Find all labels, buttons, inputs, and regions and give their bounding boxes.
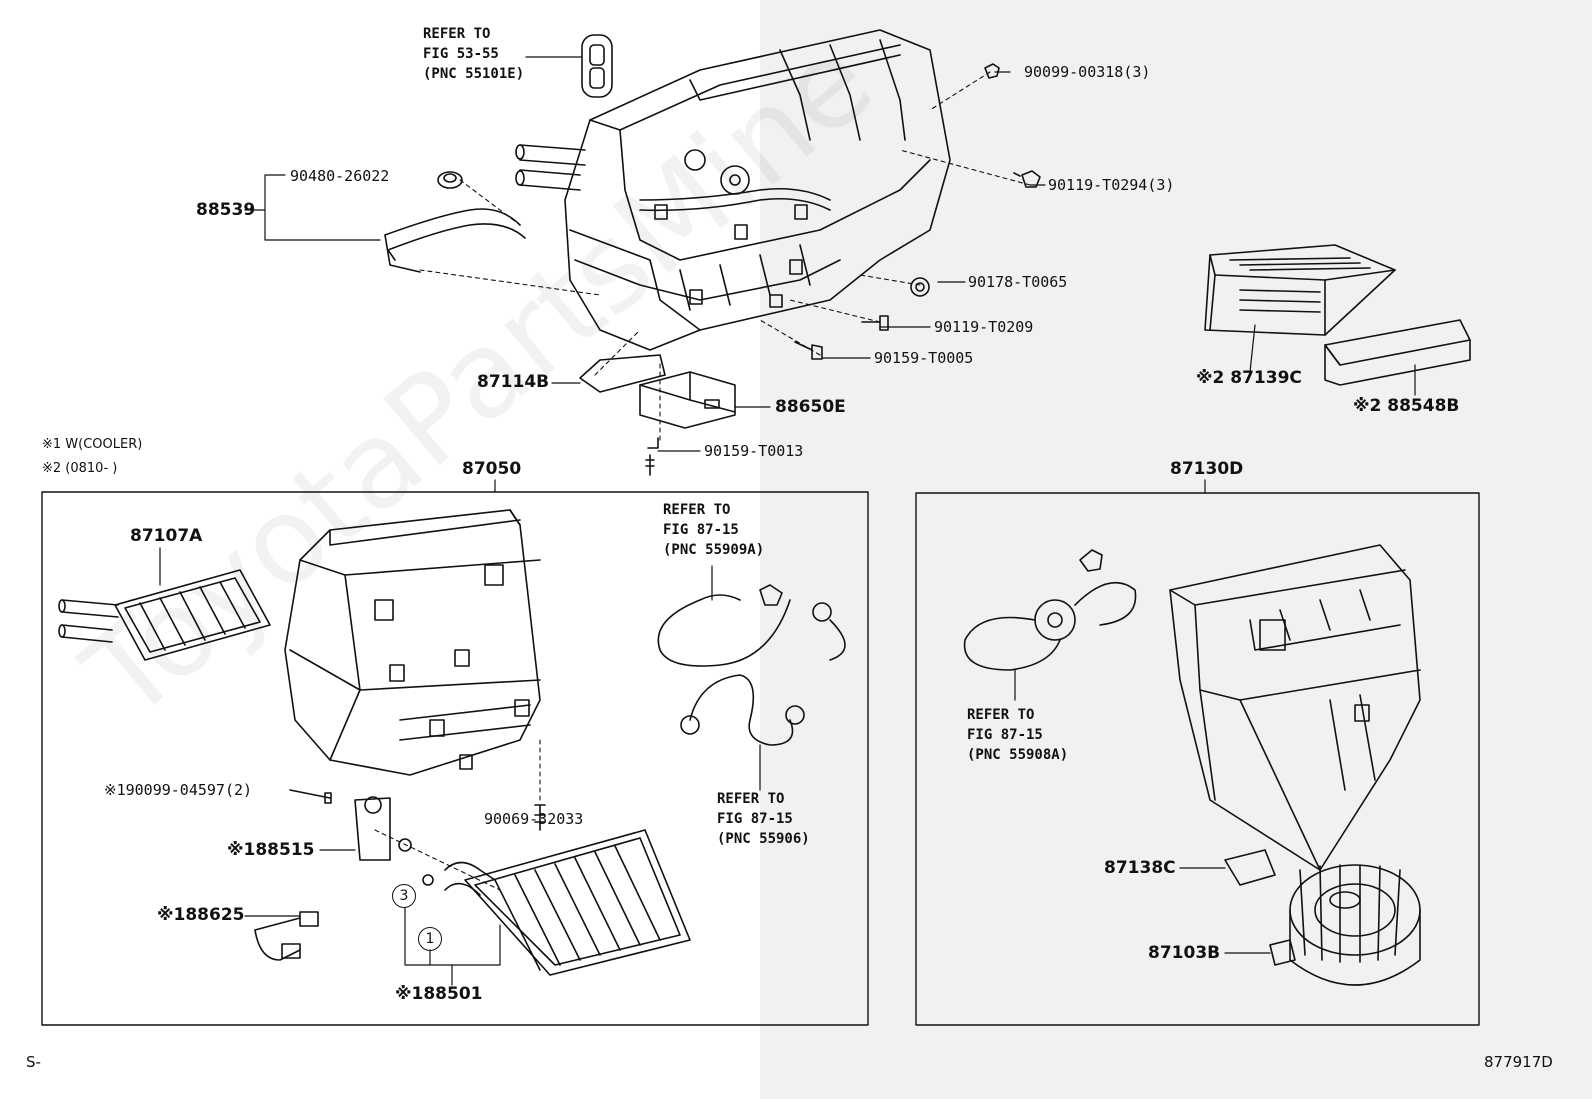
- refer-note-1-line1: REFER TO: [423, 26, 491, 42]
- hvac-unit-top-drawing: [515, 29, 951, 351]
- part-90069-32033[interactable]: 90069-32033: [484, 810, 584, 828]
- part-90099-04597[interactable]: ※190099-04597(2): [104, 781, 253, 799]
- refer-note-4-line2: FIG 87-15: [967, 727, 1043, 743]
- drain-hose-drawing: [384, 171, 526, 273]
- part-90119-t0294[interactable]: 90119-T0294(3): [1048, 176, 1175, 194]
- part-88625[interactable]: ※188625: [157, 905, 245, 925]
- filter-cover-88548b-drawing: [1324, 319, 1471, 386]
- part-87139c[interactable]: ※2 87139C: [1196, 368, 1302, 388]
- leader-lines-top: [244, 56, 1416, 452]
- heater-core-drawing: [58, 547, 271, 661]
- footer-left-code: S-: [26, 1053, 41, 1071]
- part-87130d[interactable]: 87130D: [1170, 459, 1244, 479]
- refer-note-4-line1: REFER TO: [967, 707, 1035, 723]
- servo-harness-right-drawing: [963, 549, 1137, 701]
- fasteners-top: [645, 63, 1041, 476]
- part-90099-00318[interactable]: 90099-00318(3): [1024, 63, 1151, 81]
- expansion-valve-drawing: [289, 789, 391, 861]
- box-87130d: [915, 492, 1480, 1026]
- resistor-87138c-drawing: [1179, 849, 1276, 886]
- refer-note-3-line2: FIG 87-15: [717, 811, 793, 827]
- callout-circle-1: 1: [418, 927, 442, 951]
- seal-55101e-drawing: [581, 34, 613, 98]
- filter-87139c-drawing: [1204, 244, 1396, 336]
- refer-note-2-line1: REFER TO: [663, 502, 731, 518]
- part-87138c[interactable]: 87138C: [1104, 858, 1176, 878]
- part-88650e[interactable]: 88650E: [775, 397, 846, 417]
- right-shaded-panel: [760, 0, 1592, 1099]
- refer-note-1-line3: (PNC 55101E): [423, 66, 525, 82]
- amplifier-88650e-drawing: [639, 371, 736, 429]
- part-87107a[interactable]: 87107A: [130, 526, 203, 546]
- callout-brackets: [404, 907, 501, 986]
- part-87114b[interactable]: 87114B: [477, 372, 550, 392]
- part-88501[interactable]: ※188501: [395, 984, 483, 1004]
- wire-harness-left-drawing: [657, 565, 846, 791]
- part-88515[interactable]: ※188515: [227, 840, 315, 860]
- part-90159-t0005[interactable]: 90159-T0005: [874, 349, 974, 367]
- part-90119-t0209[interactable]: 90119-T0209: [934, 318, 1034, 336]
- thermistor-drawing: [244, 911, 319, 961]
- refer-note-2-line2: FIG 87-15: [663, 522, 739, 538]
- refer-note-1-line2: FIG 53-55: [423, 46, 499, 62]
- part-87050[interactable]: 87050: [462, 459, 522, 479]
- refer-note-3-line3: (PNC 55906): [717, 831, 810, 847]
- bracket-87114b-drawing: [579, 354, 666, 393]
- refer-note-3-line1: REFER TO: [717, 791, 785, 807]
- box-87050: [41, 491, 869, 1026]
- part-87103b[interactable]: 87103B: [1148, 943, 1221, 963]
- case-87050-drawing: [284, 509, 546, 831]
- part-90178-t0065[interactable]: 90178-T0065: [968, 273, 1068, 291]
- part-88548b[interactable]: ※2 88548B: [1353, 396, 1460, 416]
- note-1: ※1 W(COOLER): [42, 437, 143, 452]
- callout-circle-3: 3: [392, 884, 416, 908]
- refer-note-2-line3: (PNC 55909A): [663, 542, 765, 558]
- part-88539[interactable]: 88539: [196, 200, 256, 220]
- blower-case-drawing: [1169, 544, 1421, 871]
- blower-motor-87103b-drawing: [1224, 864, 1421, 986]
- part-90480-26022[interactable]: 90480-26022: [290, 167, 390, 185]
- note-2: ※2 (0810- ): [42, 461, 118, 476]
- evaporator-drawing: [374, 829, 691, 976]
- figure-number: 877917D: [1484, 1053, 1553, 1071]
- part-90159-t0013[interactable]: 90159-T0013: [704, 442, 804, 460]
- refer-note-4-line3: (PNC 55908A): [967, 747, 1069, 763]
